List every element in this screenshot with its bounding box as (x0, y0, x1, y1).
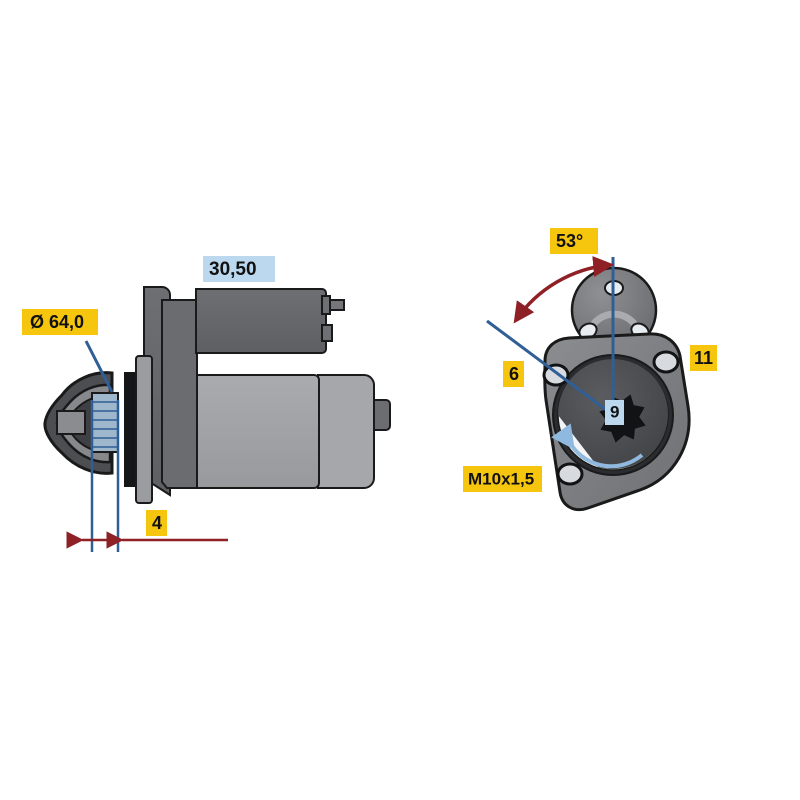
flange-plate-dark (124, 372, 136, 487)
bolt-hole-upper-left (542, 363, 570, 387)
label-flange-callout-bg (690, 345, 717, 371)
solenoid-cap-detail (321, 295, 331, 315)
motor-rear-housing (317, 374, 375, 489)
solenoid-body (195, 288, 327, 354)
label-offset: 4 (146, 510, 167, 536)
label-teeth-bg (605, 400, 624, 425)
solenoid-terminal-top (329, 299, 345, 311)
drive-end-bracket-face (161, 299, 198, 489)
leader-line-diameter (84, 340, 114, 393)
label-diameter: Ø 64,0 (22, 309, 98, 335)
label-flange-callout: 11 (690, 345, 717, 371)
angle-arc-53 (513, 256, 615, 324)
label-teeth: 9 (605, 400, 624, 425)
bolt-hole-lower (556, 462, 584, 486)
rear-terminal-stub (373, 399, 391, 431)
label-overall-length-bg (203, 256, 275, 282)
label-diameter-bg (22, 309, 98, 335)
reference-line-angled (486, 319, 614, 417)
label-overall-length: 30,50 (203, 256, 275, 282)
drive-shaft-nose (56, 410, 86, 435)
solenoid-terminal-lower (321, 324, 333, 342)
side-view-group (43, 286, 391, 552)
label-angle-bg (550, 228, 598, 254)
rotation-direction-arc (551, 423, 644, 469)
label-hole-count-bg (503, 361, 524, 387)
bolt-hole-upper-right (652, 350, 680, 374)
label-teeth-text: 9 (610, 402, 619, 421)
label-thread-bg (463, 466, 542, 492)
label-thread: M10x1,5 (463, 466, 542, 492)
label-offset-bg (146, 510, 167, 536)
label-angle: 53° (550, 228, 598, 254)
pinion-gear (91, 392, 119, 453)
label-hole-count-text: 6 (509, 364, 519, 384)
label-overall-length-text: 30,50 (209, 259, 257, 280)
label-diameter-text: Ø 64,0 (30, 312, 84, 332)
label-flange-callout-text: 11 (694, 348, 713, 368)
motor-main-housing (188, 374, 320, 489)
label-hole-count: 6 (503, 361, 524, 387)
flange-plate (135, 355, 153, 504)
label-angle-text: 53° (556, 231, 583, 251)
label-layer: Ø 64,0 30,50 4 53° 6 11 9 M10x1, (22, 228, 717, 536)
label-offset-text: 4 (152, 513, 162, 533)
label-thread-text: M10x1,5 (468, 469, 534, 488)
